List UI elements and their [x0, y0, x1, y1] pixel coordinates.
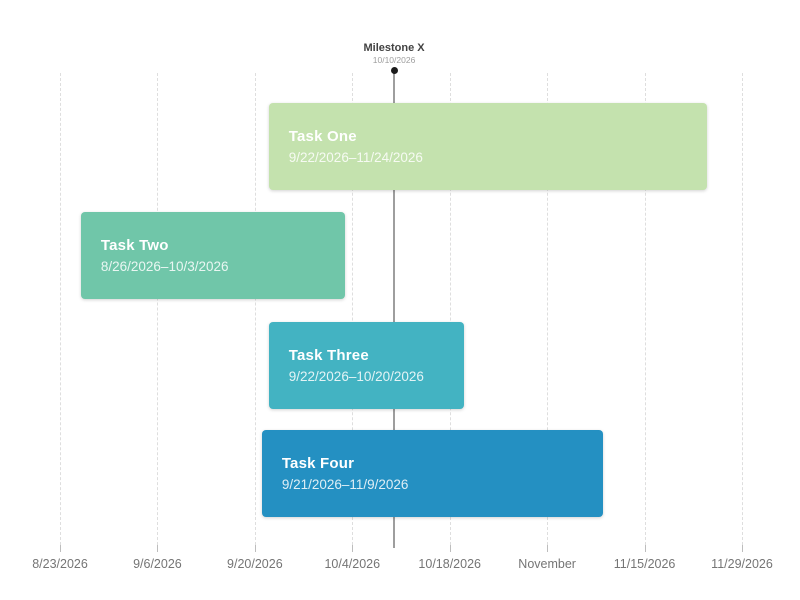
axis-tick: [352, 545, 354, 552]
task-bar-dates: 8/26/2026–10/3/2026: [100, 259, 229, 274]
task-bar-dates: 9/21/2026–11/9/2026: [281, 477, 409, 492]
gridline: [449, 73, 451, 545]
task-bar-title: Task Four: [281, 455, 355, 472]
axis-tick: [157, 545, 159, 552]
gridline: [254, 73, 256, 545]
axis-label: 10/4/2026: [324, 557, 381, 571]
gridline: [352, 73, 354, 545]
task-bar-dates: 9/22/2026–10/20/2026: [288, 369, 424, 384]
axis-tick: [742, 545, 743, 552]
axis-label: 9/6/2026: [133, 557, 182, 571]
task-bar-title: Task Three: [288, 347, 369, 364]
axis-tick: [644, 545, 646, 552]
axis-label: November: [518, 557, 576, 571]
task-bar[interactable]: Task Three 9/22/2026–10/20/2026: [268, 322, 464, 409]
axis-tick: [254, 545, 256, 552]
task-bar-title: Task Two: [100, 237, 169, 254]
gridline: [157, 73, 159, 545]
milestone: Milestone X 10/10/2026: [363, 42, 424, 65]
task-bar[interactable]: Task One 9/22/2026–11/24/2026: [268, 103, 708, 190]
gridline: [547, 73, 549, 545]
milestone-marker-dot[interactable]: [390, 66, 398, 74]
axis-label: 8/23/2026: [32, 557, 88, 571]
task-bar[interactable]: Task Four 9/21/2026–11/9/2026: [261, 430, 603, 517]
milestone-date: 10/10/2026: [372, 55, 416, 65]
axis-tick: [449, 545, 451, 552]
milestone-title: Milestone X: [363, 42, 425, 54]
milestone-line: [393, 70, 396, 548]
axis-tick: [547, 545, 549, 552]
axis-label: 9/20/2026: [227, 557, 283, 571]
gridline: [60, 73, 61, 545]
axis-tick: [60, 545, 61, 552]
task-bar-dates: 9/22/2026–11/24/2026: [288, 150, 423, 165]
task-bar-title: Task One: [288, 128, 357, 145]
axis-label: 11/29/2026: [711, 557, 773, 571]
gridline: [742, 73, 743, 545]
axis-label: 10/18/2026: [418, 557, 481, 571]
task-bar[interactable]: Task Two 8/26/2026–10/3/2026: [80, 212, 346, 299]
axis-label: 11/15/2026: [613, 557, 676, 571]
gridline: [644, 73, 646, 545]
